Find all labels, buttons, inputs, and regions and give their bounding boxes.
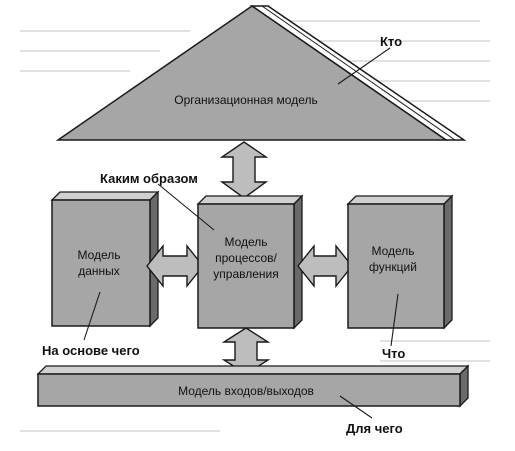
- organizational-model-roof: Организационная модель: [55, 5, 467, 141]
- function-model-label-line1: Модель: [371, 244, 414, 258]
- data-model-label-line1: Модель: [77, 248, 120, 262]
- io-model-label: Модель входов/выходов: [178, 384, 314, 398]
- background-bleed-through: [20, 20, 490, 432]
- data-model-label-line2: данных: [78, 264, 120, 278]
- question-for-what: Для чего: [346, 421, 403, 436]
- question-based-on-what: На основе чего: [42, 343, 140, 358]
- process-model-label-line2: процессов/: [215, 251, 277, 265]
- arrow-roof-process: [219, 141, 269, 199]
- roof-triangle: [55, 5, 449, 141]
- function-model-label-line2: функций: [369, 260, 417, 274]
- process-model-box: Модель процессов/ управления: [196, 194, 304, 330]
- process-model-label-line1: Модель: [224, 235, 267, 249]
- question-what: Что: [382, 346, 405, 361]
- data-model-box: Модель данных: [50, 190, 160, 328]
- leader-lines: [83, 47, 399, 419]
- question-who: Кто: [380, 34, 402, 49]
- function-model-box: Модель функций: [346, 194, 454, 330]
- organizational-model-label: Организационная модель: [174, 93, 318, 107]
- question-how: Каким образом: [100, 171, 198, 186]
- process-model-label-line3: управления: [213, 267, 278, 281]
- arrow-process-function: [297, 244, 353, 288]
- io-model-slab: Модель входов/выходов: [36, 364, 470, 408]
